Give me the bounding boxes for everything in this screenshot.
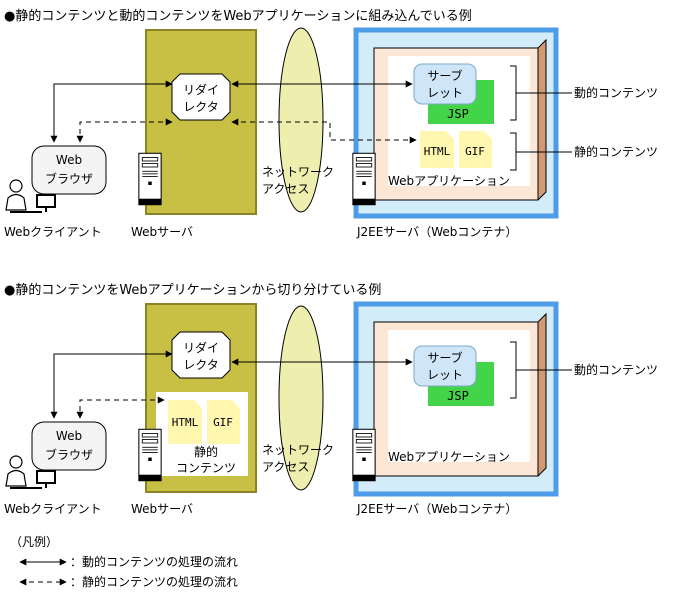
browser-label-2: ブラウザ [45,171,93,186]
j2ee-machine-icon [352,152,376,206]
html-file [420,131,454,168]
network-label-2: アクセス [262,182,309,196]
static-flow-arrow-client-2 [76,396,165,419]
browser-box [31,145,107,195]
section1-title: ●静的コンテンツと動的コンテンツをWebアプリケーションに組み込んでいる例 [4,8,472,24]
static-box-label-2: コンテンツ [176,461,236,475]
redirector2-label-1: リダイ [183,340,219,355]
dynamic-content-label: 動的コンテンツ [574,85,658,100]
jsp-label-2: JSP [447,389,469,403]
gif-file-2 [207,400,240,444]
static-flow-arrow-server [231,118,417,144]
browser2-label-2: ブラウザ [45,447,93,462]
servlet-box [413,63,477,105]
network2-label-1: ネットワーク [262,443,334,457]
redirector-label-2: レクタ [183,100,219,114]
legend-title: （凡例） [10,535,58,549]
static-box-label-1: 静的 [194,444,218,459]
legend-static-text: ：静的コンテンツの処理の流れ [70,574,238,589]
browser-label-1: Web [56,153,82,167]
html-label: HTML [424,145,451,158]
webserver-label-2: Webサーバ [131,502,193,516]
static-flow-arrow-client [76,118,173,143]
webapp-label-2: Webアプリケーション [388,450,510,464]
servlet-label-2: レット [427,86,463,100]
browser-box-2 [31,421,107,471]
servlet-box-2 [413,345,477,387]
legend-dynamic-text: ：動的コンテンツの処理の流れ [70,554,238,569]
webapp-label: Webアプリケーション [388,174,510,188]
servlet2-label-2: レット [427,368,463,382]
j2ee-label: J2EEサーバ（Webコンテナ） [356,225,517,239]
webserver-machine-icon [138,152,162,206]
dynamic-flow-arrow-client [50,80,173,143]
client-label-2: Webクライアント [4,502,102,516]
webserver-label: Webサーバ [131,225,193,239]
dynamic-flow-arrow-client-2 [50,350,173,419]
webserver-machine-icon-2 [138,428,162,482]
client-label: Webクライアント [4,225,102,239]
dynamic-content-label-2: 動的コンテンツ [574,362,658,377]
j2ee-label-2: J2EEサーバ（Webコンテナ） [356,502,517,516]
servlet-label-1: サーブ [427,68,462,83]
redirector2-label-2: レクタ [183,358,219,372]
gif-label: GIF [465,145,485,158]
static-content-label: 静的コンテンツ [574,144,658,159]
jsp-label: JSP [447,107,469,121]
section2-title: ●静的コンテンツをWebアプリケーションから切り分けている例 [4,282,381,298]
html-label-2: HTML [172,416,199,429]
gif-file [459,131,492,168]
network-label-1: ネットワーク [262,165,334,179]
browser2-label-1: Web [56,429,82,443]
redirector-2 [171,331,231,379]
redirector-label-1: リダイ [183,82,219,97]
html-file-2 [168,400,202,444]
j2ee-machine-icon-2 [352,428,376,482]
gif-label-2: GIF [213,416,233,429]
network2-label-2: アクセス [262,460,309,474]
servlet2-label-1: サーブ [427,350,462,365]
network-ellipse-2 [278,305,324,491]
